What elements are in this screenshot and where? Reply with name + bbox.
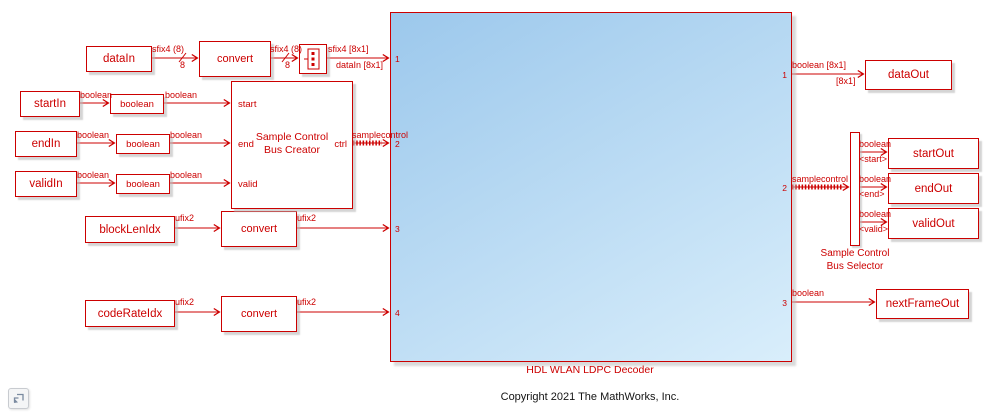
inport-codeRateIdx-label: codeRateIdx [97, 307, 163, 320]
signal-type-dataOut: boolean [8x1] [792, 60, 847, 70]
outport-nextFrameOut-label: nextFrameOut [885, 298, 960, 310]
outport-endOut[interactable]: endOut [888, 173, 979, 204]
decoder-out-port-3: 3 [782, 298, 787, 308]
convert-label: convert [216, 53, 254, 65]
decoder-out-port-2: 2 [782, 183, 787, 193]
signal-type-endIn: boolean [77, 130, 110, 140]
inport-blockLenIdx[interactable]: blockLenIdx [85, 216, 175, 243]
inport-validIn[interactable]: validIn [15, 171, 77, 197]
signal-name-datain: dataIn [8x1] [336, 60, 384, 70]
signal-type-startIn: boolean [80, 90, 113, 100]
inport-dataIn-label: dataIn [103, 53, 135, 65]
convert-label: convert [240, 223, 278, 235]
bus-creator-port-end: end [238, 139, 254, 150]
bus-selector-label: Sample Control Bus Selector [806, 247, 904, 273]
outport-dataOut-label: dataOut [888, 69, 929, 81]
signal-type-codeRateIdx: ufix2 [175, 297, 195, 307]
inport-dataIn[interactable]: dataIn [86, 46, 152, 72]
decoder-out-port-1: 1 [782, 70, 787, 80]
bus-creator-label-line1: Sample Control [255, 131, 329, 143]
signal-type-codeRate-converted: ufix2 [297, 297, 317, 307]
signal-width-dataIn: 8 [180, 60, 186, 70]
serializer-block[interactable] [299, 44, 327, 74]
bus-selector-block[interactable] [850, 132, 860, 246]
convert-block-blockLenIdx[interactable]: convert [221, 211, 297, 247]
inport-endIn[interactable]: endIn [15, 131, 77, 157]
decoder-in-port-4: 4 [395, 308, 400, 318]
convert-block-codeRateIdx[interactable]: convert [221, 296, 297, 332]
outport-endOut-label: endOut [914, 182, 953, 195]
inport-validIn-label: validIn [29, 178, 63, 190]
signal-name-endOut: <end> [859, 189, 885, 199]
decoder-in-port-1: 1 [395, 54, 400, 64]
annotation-badge[interactable] [8, 388, 29, 409]
signal-type-validOut: boolean [859, 209, 892, 219]
outport-validOut[interactable]: validOut [888, 208, 979, 239]
signal-name-validOut: <valid> [859, 224, 889, 234]
signal-type-dataIn: sfix4 (8) [152, 44, 185, 54]
convert-label: convert [240, 308, 278, 320]
boolean-label: boolean [126, 138, 160, 150]
signal-type-valid-bool: boolean [170, 170, 203, 180]
serializer-icon [304, 48, 320, 70]
outport-startOut-label: startOut [913, 147, 954, 160]
signal-type-blockLen-converted: ufix2 [297, 213, 317, 223]
boolean-block-valid[interactable]: boolean [116, 174, 170, 194]
inport-codeRateIdx[interactable]: codeRateIdx [85, 300, 175, 327]
bus-selector-label-line2: Bus Selector [826, 261, 884, 272]
signal-type-converted: sfix4 (8) [270, 44, 303, 54]
inport-startIn-label: startIn [34, 98, 66, 110]
bus-creator-label: Sample Control Bus Creator [232, 131, 352, 157]
bus-selector-label-line1: Sample Control [820, 248, 890, 259]
signal-type-out-bus: samplecontrol [792, 174, 849, 184]
outport-dataOut[interactable]: dataOut [865, 60, 952, 90]
bus-creator-port-start: start [238, 99, 257, 110]
boolean-block-start[interactable]: boolean [110, 94, 164, 114]
signal-type-nextFrameOut: boolean [792, 288, 825, 298]
signal-dims-dataOut: [8x1] [836, 76, 856, 86]
signal-type-endOut: boolean [859, 174, 892, 184]
boolean-label: boolean [126, 178, 160, 190]
width-tick-dataIn [178, 52, 187, 63]
inport-startIn[interactable]: startIn [20, 91, 80, 117]
signal-type-serialized: sfix4 [8x1] [328, 44, 369, 54]
outport-validOut-label: validOut [912, 217, 955, 230]
decoder-name-label: HDL WLAN LDPC Decoder [526, 364, 654, 376]
outport-nextFrameOut[interactable]: nextFrameOut [876, 289, 969, 319]
annotation-badge-icon [13, 393, 24, 403]
inport-blockLenIdx-label: blockLenIdx [99, 223, 161, 236]
boolean-block-end[interactable]: boolean [116, 134, 170, 154]
inport-endIn-label: endIn [31, 138, 61, 150]
copyright-annotation: Copyright 2021 The MathWorks, Inc. [500, 391, 680, 403]
signal-type-blockLenIdx: ufix2 [175, 213, 195, 223]
bus-creator-port-ctrl: ctrl [334, 139, 347, 150]
signal-type-startOut: boolean [859, 139, 892, 149]
signal-name-startOut: <start> [859, 154, 888, 164]
bus-creator-port-valid: valid [238, 179, 258, 190]
hdl-wlan-ldpc-decoder-block[interactable]: 1 2 3 4 1 2 3 [390, 12, 792, 362]
bus-creator-label-line2: Bus Creator [263, 144, 321, 156]
signal-type-start-bool: boolean [165, 90, 198, 100]
decoder-in-port-3: 3 [395, 224, 400, 234]
convert-block-dataIn[interactable]: convert [199, 41, 271, 77]
boolean-label: boolean [120, 98, 154, 110]
signal-width-converted: 8 [285, 60, 291, 70]
signal-type-end-bool: boolean [170, 130, 203, 140]
decoder-in-port-2: 2 [395, 139, 400, 149]
bus-creator-block[interactable]: start end valid ctrl Sample Control Bus … [231, 81, 353, 209]
outport-startOut[interactable]: startOut [888, 138, 979, 169]
width-tick-convert [281, 52, 290, 63]
signal-type-ctrl-bus: samplecontrol [352, 130, 409, 140]
signal-type-validIn: boolean [77, 170, 110, 180]
